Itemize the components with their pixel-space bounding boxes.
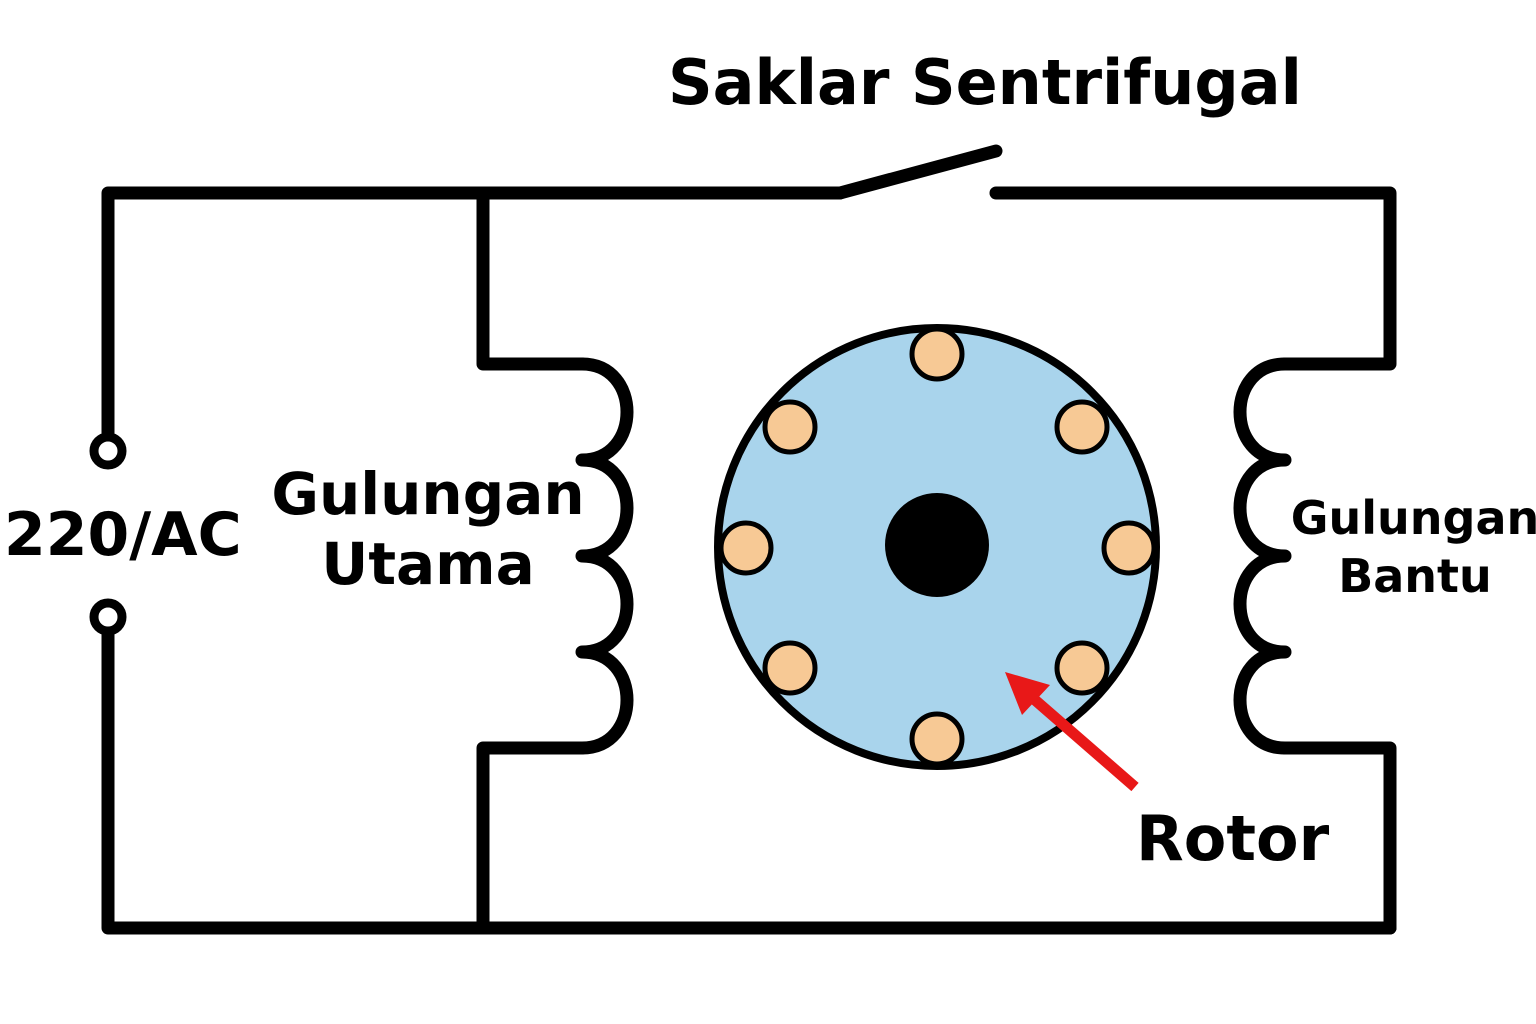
rotor-slot — [909, 711, 965, 767]
rotor-slot — [762, 640, 818, 696]
main-winding-line1: Gulungan — [271, 460, 585, 528]
top-wire-left — [101, 186, 847, 457]
bottom-wire — [101, 613, 1397, 935]
rotor-slot — [909, 326, 965, 382]
aux-winding-line1: Gulungan — [1290, 491, 1536, 545]
ac-terminal-icon — [89, 432, 127, 470]
ac-terminal-icon — [89, 598, 127, 636]
main-winding-line2: Utama — [321, 529, 535, 598]
rotor-slot — [1101, 520, 1157, 576]
arrow-icon — [1005, 672, 1139, 792]
shaft-icon — [885, 493, 989, 597]
switch-label: Saklar Sentrifugal — [668, 46, 1302, 119]
top-wire-right — [989, 186, 1397, 371]
rotor-slot — [718, 520, 774, 576]
aux-coil-lead-bottom — [1278, 741, 1397, 935]
aux-winding-line2: Bantu — [1338, 548, 1492, 603]
source-label: 220/AC — [4, 500, 242, 570]
main-winding-label: Gulungan Utama — [268, 460, 588, 599]
coil-icon — [1233, 357, 1292, 755]
rotor-icon — [714, 324, 1160, 770]
rotor-slot — [762, 399, 818, 455]
rotor-label: Rotor — [1136, 802, 1330, 875]
aux-winding-label: Gulungan Bantu — [1290, 490, 1536, 605]
coil-icon — [575, 357, 634, 755]
main-coil-lead-top — [476, 186, 589, 371]
rotor-slot — [1054, 640, 1110, 696]
rotor-slot — [1054, 399, 1110, 455]
centrifugal-switch-icon — [833, 144, 1003, 200]
main-coil-lead-bottom — [476, 741, 589, 935]
